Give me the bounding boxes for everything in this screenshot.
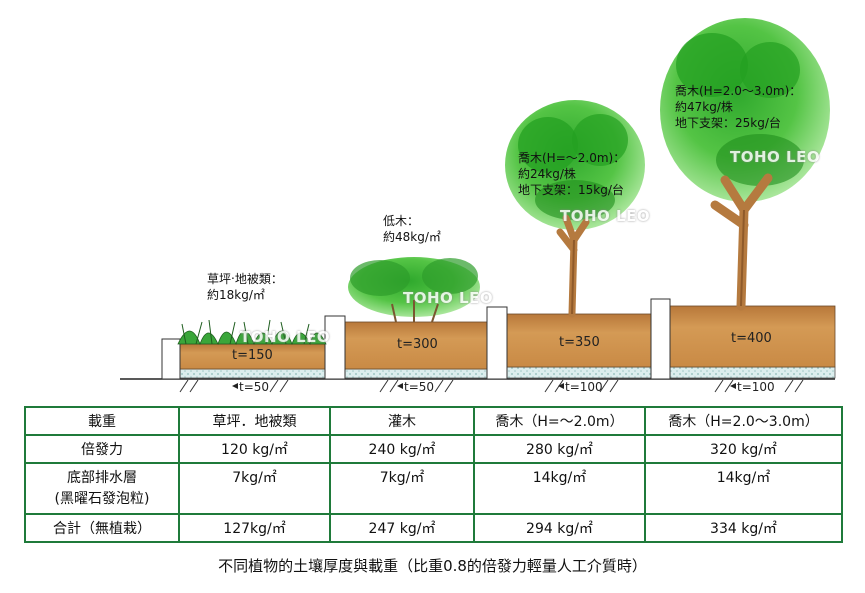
watermark-1: TOHO LEO (240, 328, 331, 346)
slab-hatching (179, 379, 804, 393)
wall-1 (161, 338, 181, 380)
table-cell: 334 kg/㎡ (644, 513, 843, 543)
label-shrub-line-1: 低木： (383, 214, 420, 228)
wall-2 (324, 315, 346, 380)
watermark-3: TOHO LEO (560, 207, 651, 225)
wall-3 (486, 306, 508, 380)
table-cell: 320 kg/㎡ (644, 434, 843, 464)
label-tree-small: 喬木(H=～2.0m)： 約24kg/株 地下支架：15kg/台 (518, 150, 625, 198)
drain-layer-3 (506, 366, 653, 379)
label-tree-large-line-1: 喬木(H=2.0～3.0m)： (675, 84, 802, 98)
label-shrub: 低木： 約48kg/㎡ (383, 213, 441, 245)
table-row-label: 底部排水層 (黑曜石發泡粒) (24, 462, 180, 515)
watermark-2: TOHO LEO (403, 289, 494, 307)
table-cell: 7kg/㎡ (178, 462, 331, 515)
drain-thickness-4: t=100 (737, 380, 775, 394)
label-grass: 草坪‧地被類： 約18kg/㎡ (207, 271, 283, 303)
drain-thickness-3: t=100 (565, 380, 603, 394)
table-header-row: 載重 草坪．地被類 灌木 喬木（H=～2.0m） 喬木（H=2.0～3.0m） (24, 406, 843, 436)
table-header-cell: 載重 (24, 406, 180, 436)
table-header-cell: 灌木 (329, 406, 475, 436)
label-grass-line-2: 約18kg/㎡ (207, 288, 265, 302)
label-tree-large: 喬木(H=2.0～3.0m)： 約47kg/株 地下支架：25kg/台 (675, 83, 801, 131)
soil-thickness-3: t=350 (559, 335, 600, 350)
label-shrub-line-2: 約48kg/㎡ (383, 230, 441, 244)
soil-thickness-1: t=150 (232, 348, 273, 363)
drain-arrows (232, 383, 736, 389)
drain-layer-2 (344, 368, 488, 379)
drain-layer-1 (179, 368, 326, 379)
watermark-4: TOHO LEO (730, 148, 821, 166)
tree-small (505, 100, 645, 318)
label-tree-small-line-1: 喬木(H=～2.0m)： (518, 151, 626, 165)
table-row-label: 倍發力 (24, 434, 180, 464)
figure-caption: 不同植物的土壤厚度與載重（比重0.8的倍發力輕量人工介質時） (218, 557, 647, 575)
table-cell: 7kg/㎡ (329, 462, 475, 515)
drain-layer-4 (669, 366, 836, 379)
table-row: 底部排水層 (黑曜石發泡粒) 7kg/㎡ 7kg/㎡ 14kg/㎡ 14kg/㎡ (24, 462, 843, 515)
load-table: 載重 草坪．地被類 灌木 喬木（H=～2.0m） 喬木（H=2.0～3.0m） … (24, 406, 843, 543)
drain-thickness-1: t=50 (239, 380, 270, 394)
wall-4 (650, 298, 671, 380)
table-row-label: 合計（無植栽） (24, 513, 180, 543)
grass-plants (177, 319, 327, 346)
table-row-label-line-1: 底部排水層 (67, 469, 137, 486)
soil-thickness-2: t=300 (397, 337, 438, 352)
table-cell: 247 kg/㎡ (329, 513, 475, 543)
label-tree-large-line-2: 約47kg/株 (675, 100, 733, 114)
table-row: 倍發力 120 kg/㎡ 240 kg/㎡ 280 kg/㎡ 320 kg/㎡ (24, 434, 843, 464)
label-tree-small-line-3: 地下支架：15kg/台 (518, 183, 624, 197)
table-header-cell: 草坪．地被類 (178, 406, 331, 436)
table-row-label-line-2: (黑曜石發泡粒) (54, 490, 150, 507)
tree-large (660, 18, 830, 311)
soil-block-4 (669, 305, 836, 368)
table-header-cell: 喬木（H=2.0～3.0m） (644, 406, 843, 436)
label-grass-line-1: 草坪‧地被類： (207, 272, 283, 286)
table-cell: 14kg/㎡ (644, 462, 843, 515)
table-header-cell: 喬木（H=～2.0m） (473, 406, 646, 436)
soil-thickness-4: t=400 (731, 331, 772, 346)
soil-block-3 (506, 313, 653, 368)
planting-cross-section-diagram: 草坪‧地被類： 約18kg/㎡ 低木： 約48kg/㎡ 喬木(H=～2.0m)：… (120, 18, 836, 394)
table-cell: 294 kg/㎡ (473, 513, 646, 543)
label-tree-small-line-2: 約24kg/株 (518, 167, 576, 181)
table-cell: 127kg/㎡ (178, 513, 331, 543)
soil-block-2 (344, 321, 488, 370)
table-cell: 240 kg/㎡ (329, 434, 475, 464)
cross-section-svg (120, 18, 836, 393)
table-cell: 14kg/㎡ (473, 462, 646, 515)
table-row: 合計（無植栽） 127kg/㎡ 247 kg/㎡ 294 kg/㎡ 334 kg… (24, 513, 843, 543)
table-cell: 280 kg/㎡ (473, 434, 646, 464)
drain-thickness-2: t=50 (404, 380, 435, 394)
shrub-plant (348, 257, 480, 323)
label-tree-large-line-3: 地下支架：25kg/台 (675, 116, 781, 130)
table-cell: 120 kg/㎡ (178, 434, 331, 464)
